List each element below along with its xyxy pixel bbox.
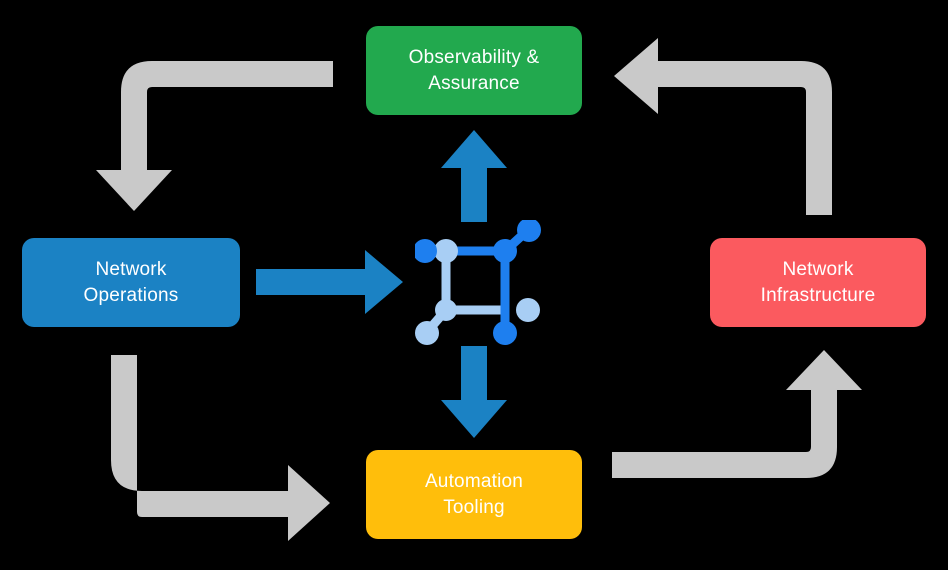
node-network-infrastructure[interactable]: Network Infrastructure (710, 238, 926, 327)
connector-infrastructure-to-observability (614, 38, 832, 215)
connector-automation-to-infrastructure (612, 350, 862, 478)
topology-nodes-primary (413, 218, 541, 345)
connector-operations-to-hub (256, 250, 403, 314)
node-observability-assurance[interactable]: Observability & Assurance (366, 26, 582, 115)
network-topology-icon-svg (413, 218, 541, 345)
node-network-operations-label: Network Operations (83, 258, 179, 306)
node-automation-tooling-label: Automation Tooling (424, 470, 524, 518)
node-observability-label: Observability & Assurance (408, 46, 540, 94)
network-topology-icon (413, 218, 543, 348)
topology-edges-secondary (422, 246, 510, 337)
node-network-infrastructure-label: Network Infrastructure (760, 258, 876, 306)
connector-observability-to-operations (96, 61, 333, 211)
node-network-operations[interactable]: Network Operations (22, 238, 240, 327)
connector-operations-to-automation (111, 355, 330, 541)
topology-nodes-secondary (415, 239, 540, 345)
connector-hub-to-observability (441, 130, 507, 222)
connector-hub-to-automation (441, 346, 507, 438)
node-automation-tooling[interactable]: Automation Tooling (366, 450, 582, 539)
